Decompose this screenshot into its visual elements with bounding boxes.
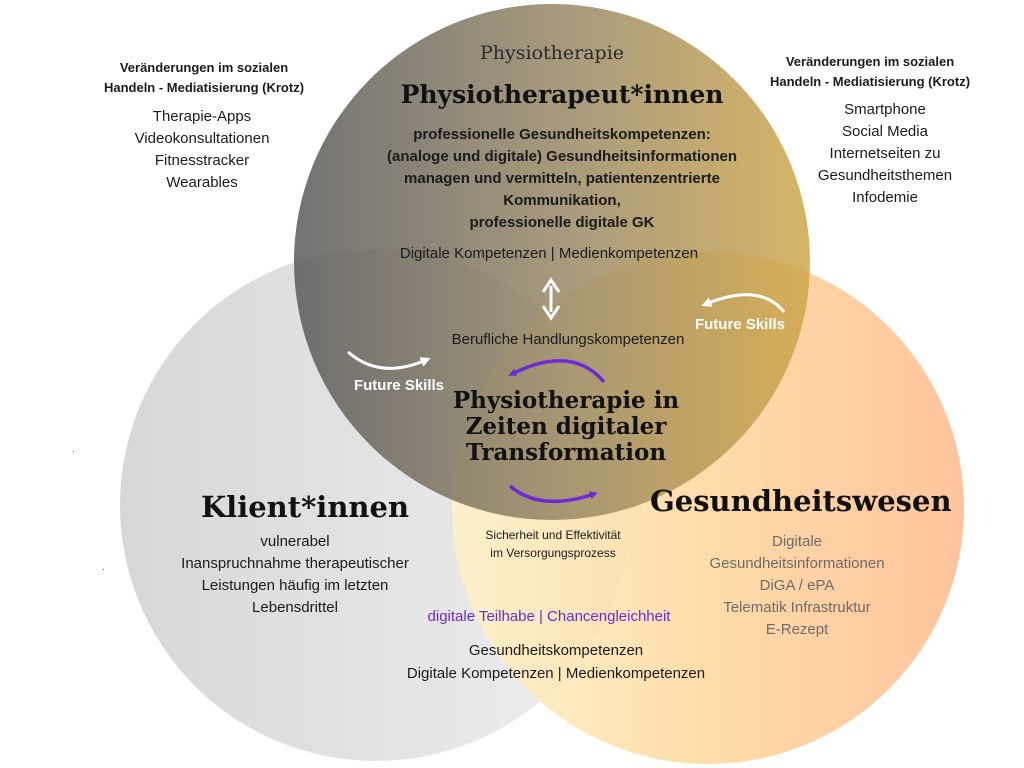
- corner-right-header-line-2: Handeln - Mediatisierung (Krotz): [769, 74, 971, 89]
- list-item: Gesundheitsthemen: [817, 167, 953, 184]
- list-item: Leistungen häufig im letzten: [201, 577, 389, 594]
- corner-left-header: Veränderungen im sozialen Handeln - Medi…: [74, 58, 334, 98]
- top-kicker: Physiotherapie: [479, 42, 625, 64]
- corner-right-header: Veränderungen im sozialen Handeln - Medi…: [740, 52, 1000, 92]
- corner-left-header-line-1: Veränderungen im sozialen: [119, 60, 289, 75]
- list-item: Fitnesstracker: [154, 152, 250, 169]
- left-title: Klient*innen: [200, 490, 410, 524]
- corner-right-header-line-1: Veränderungen im sozialen: [785, 54, 955, 69]
- list-item: Smartphone: [844, 101, 926, 118]
- competency-line: managen und vermitteln, patientenzentrie…: [404, 170, 720, 187]
- center-title-line: Zeiten digitaler: [465, 413, 667, 440]
- purple-arrow-bottom-icon: [508, 484, 598, 504]
- list-item: Inanspruchnahme therapeutischer: [181, 555, 409, 572]
- list-item: Videokonsultationen: [134, 130, 270, 147]
- list-item: Gesundheitsinformationen: [709, 555, 885, 572]
- right-list: Digitale Gesundheitsinformationen DiGA /…: [677, 531, 917, 641]
- circle-physiotherapeutinnen: [294, 4, 810, 520]
- stray-dot: .: [102, 562, 105, 573]
- curved-arrow-left-icon: [347, 350, 431, 370]
- corner-right-list: Smartphone Social Media Internetseiten z…: [785, 99, 985, 209]
- corner-left-header-line-2: Handeln - Mediatisierung (Krotz): [103, 80, 305, 95]
- sicherheit-line-1: Sicherheit und Effektivität: [485, 528, 621, 542]
- competency-line: professionelle digitale GK: [469, 214, 655, 231]
- future-skills-left: Future Skills: [353, 377, 445, 394]
- corner-left-list: Therapie-Apps Videokonsultationen Fitnes…: [102, 106, 302, 194]
- list-item: Lebensdrittel: [252, 599, 338, 616]
- top-digital-kompetenzen: Digitale Kompetenzen | Medienkompetenzen: [399, 245, 699, 262]
- list-item: vulnerabel: [260, 533, 330, 550]
- list-item: Digitale: [771, 533, 823, 550]
- list-item: Social Media: [842, 123, 928, 140]
- berufliche-handlungskompetenzen: Berufliche Handlungskompetenzen: [451, 331, 685, 348]
- digitale-teilhabe: digitale Teilhabe | Chancengleichheit: [427, 608, 671, 625]
- competency-line: (analoge und digitale) Gesundheitsinform…: [386, 148, 738, 165]
- center-title: Physiotherapie in Zeiten digitaler Trans…: [426, 388, 706, 466]
- list-item: E-Rezept: [765, 621, 829, 638]
- stray-dot: .: [72, 444, 75, 455]
- top-competencies: professionelle Gesundheitskompetenzen: (…: [352, 124, 772, 234]
- list-item: Internetseiten zu: [829, 145, 941, 162]
- future-skills-right: Future Skills: [694, 316, 786, 333]
- competency-line: professionelle Gesundheitskompetenzen:: [413, 126, 711, 143]
- center-title-line: Transformation: [465, 439, 667, 466]
- bottom-gesundheitskompetenzen: Gesundheitskompetenzen: [468, 642, 644, 659]
- list-item: Therapie-Apps: [152, 108, 252, 125]
- list-item: Telematik Infrastruktur: [723, 599, 871, 616]
- list-item: Wearables: [166, 174, 238, 191]
- right-title: Gesundheitswesen: [650, 484, 952, 518]
- sicherheit-line-2: im Versorgungsprozess: [490, 546, 616, 560]
- sicherheit-label: Sicherheit und Effektivität im Versorgun…: [453, 526, 653, 562]
- double-arrow-icon: [541, 277, 561, 321]
- top-title: Physiotherapeut*innen: [400, 80, 724, 109]
- left-list: vulnerabel Inanspruchnahme therapeutisch…: [160, 531, 430, 619]
- list-item: Infodemie: [852, 189, 918, 206]
- list-item: DiGA / ePA: [759, 577, 835, 594]
- center-title-line: Physiotherapie in: [452, 387, 680, 414]
- competency-line: Kommunikation,: [503, 192, 621, 209]
- purple-arrow-top-icon: [508, 359, 606, 384]
- bottom-digital-kompetenzen: Digitale Kompetenzen | Medienkompetenzen: [406, 665, 706, 682]
- curved-arrow-right-icon: [701, 293, 786, 313]
